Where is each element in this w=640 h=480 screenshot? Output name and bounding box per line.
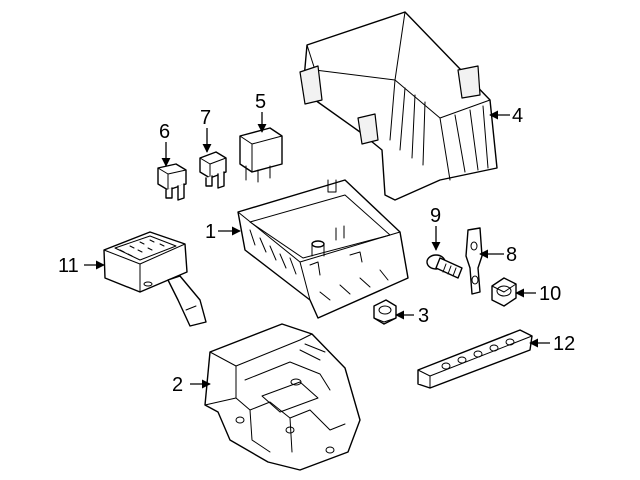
leader-lines <box>84 110 550 389</box>
part-10-nut <box>491 277 517 307</box>
callout-8: 8 <box>506 244 517 266</box>
part-7-fuse <box>199 151 227 189</box>
callout-9: 9 <box>430 205 441 227</box>
part-1-fuse-box <box>237 179 409 319</box>
callout-10: 10 <box>539 283 561 305</box>
callout-5: 5 <box>255 91 266 113</box>
callout-11: 11 <box>58 255 79 277</box>
callout-1: 1 <box>205 221 216 243</box>
part-11-relay-carrier <box>103 231 207 327</box>
callout-2: 2 <box>172 374 183 396</box>
part-12-fuse-strip <box>417 329 533 389</box>
part-3-nut <box>373 299 397 325</box>
part-2-lower-bracket <box>204 323 361 471</box>
part-8-bracket <box>465 227 483 295</box>
callout-6: 6 <box>159 121 170 143</box>
part-6-fuse <box>157 163 187 201</box>
callout-7: 7 <box>200 107 211 129</box>
part-5-relay <box>239 127 283 183</box>
callout-12: 12 <box>553 333 575 355</box>
callout-3: 3 <box>418 305 429 327</box>
part-4-cover <box>299 11 498 201</box>
callouts: 1 2 3 4 5 6 7 8 9 10 11 12 <box>58 91 575 396</box>
callout-4: 4 <box>512 105 523 127</box>
part-9-bolt <box>426 254 463 279</box>
